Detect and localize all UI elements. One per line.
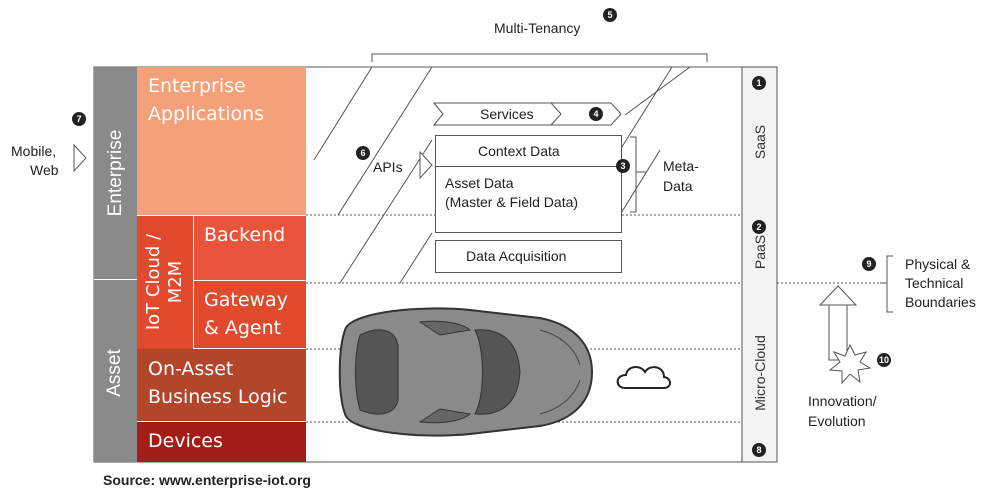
enterprise-applications-line2: Applications xyxy=(148,103,265,125)
innovation-line1: Innovation/ xyxy=(808,393,877,409)
marker-1: 1 xyxy=(752,76,766,90)
backend-label: Backend xyxy=(204,224,286,246)
marker-10: 10 xyxy=(877,353,891,367)
gateway-line2: & Agent xyxy=(204,317,282,339)
on-asset-line1: On-Asset xyxy=(148,358,234,380)
marker-7: 7 xyxy=(72,112,86,126)
marker-4: 4 xyxy=(589,107,603,121)
data-acquisition-box xyxy=(435,240,622,273)
mobile-web-line2: Web xyxy=(30,162,59,178)
physical-line3: Boundaries xyxy=(905,294,976,310)
multi-tenancy-label: Multi-Tenancy xyxy=(494,20,581,36)
saas-label: SaaS xyxy=(752,124,768,160)
iot-cloud-line1: IoT Cloud / xyxy=(143,233,164,331)
innovation-line2: Evolution xyxy=(808,413,866,429)
backend-block: Backend xyxy=(194,216,306,280)
enterprise-column xyxy=(94,67,137,280)
meta-data-line2: Data xyxy=(663,178,693,194)
context-data-label: Context Data xyxy=(478,143,560,159)
asset-data-line2: (Master & Field Data) xyxy=(445,194,579,210)
enterprise-applications-block: Enterprise Applications xyxy=(137,67,306,215)
asset-label: Asset xyxy=(104,349,125,397)
marker-3: 3 xyxy=(616,159,630,173)
marker-2: 2 xyxy=(752,220,766,234)
asset-data-box xyxy=(435,166,622,233)
micro-cloud-label: Micro-Cloud xyxy=(752,335,768,411)
physical-line1: Physical & xyxy=(905,256,971,272)
car-icon xyxy=(338,307,594,437)
source-caption: Source: www.enterprise-iot.org xyxy=(103,472,311,488)
asset-data-line1: Asset Data xyxy=(445,175,514,191)
on-asset-line2: Business Logic xyxy=(148,386,288,408)
services-arrow xyxy=(433,102,622,126)
apis-label: APIs xyxy=(373,159,403,175)
marker-8: 8 xyxy=(752,443,766,457)
enterprise-applications-line1: Enterprise xyxy=(148,75,246,97)
iot-cloud-block xyxy=(137,215,193,349)
services-label: Services xyxy=(480,106,534,122)
meta-data-line1: Meta- xyxy=(663,158,699,174)
asset-column xyxy=(94,280,137,462)
iot-cloud-line2: M2M xyxy=(165,260,186,304)
physical-line2: Technical xyxy=(905,275,964,291)
cloud-icon xyxy=(616,366,671,389)
enterprise-label: Enterprise xyxy=(105,129,126,217)
gateway-block: Gateway & Agent xyxy=(194,281,306,348)
data-acquisition-label: Data Acquisition xyxy=(466,248,567,264)
on-asset-block: On-Asset Business Logic xyxy=(137,349,306,421)
devices-label: Devices xyxy=(148,430,223,452)
devices-block: Devices xyxy=(137,422,306,462)
mobile-web-line1: Mobile, xyxy=(11,143,57,159)
marker-6: 6 xyxy=(356,146,370,160)
marker-9: 9 xyxy=(862,257,876,271)
gateway-line1: Gateway xyxy=(204,289,288,311)
marker-5: 5 xyxy=(603,8,617,22)
context-data-box xyxy=(435,135,622,168)
iot-cloud-label: IoT Cloud / M2M xyxy=(143,217,187,347)
